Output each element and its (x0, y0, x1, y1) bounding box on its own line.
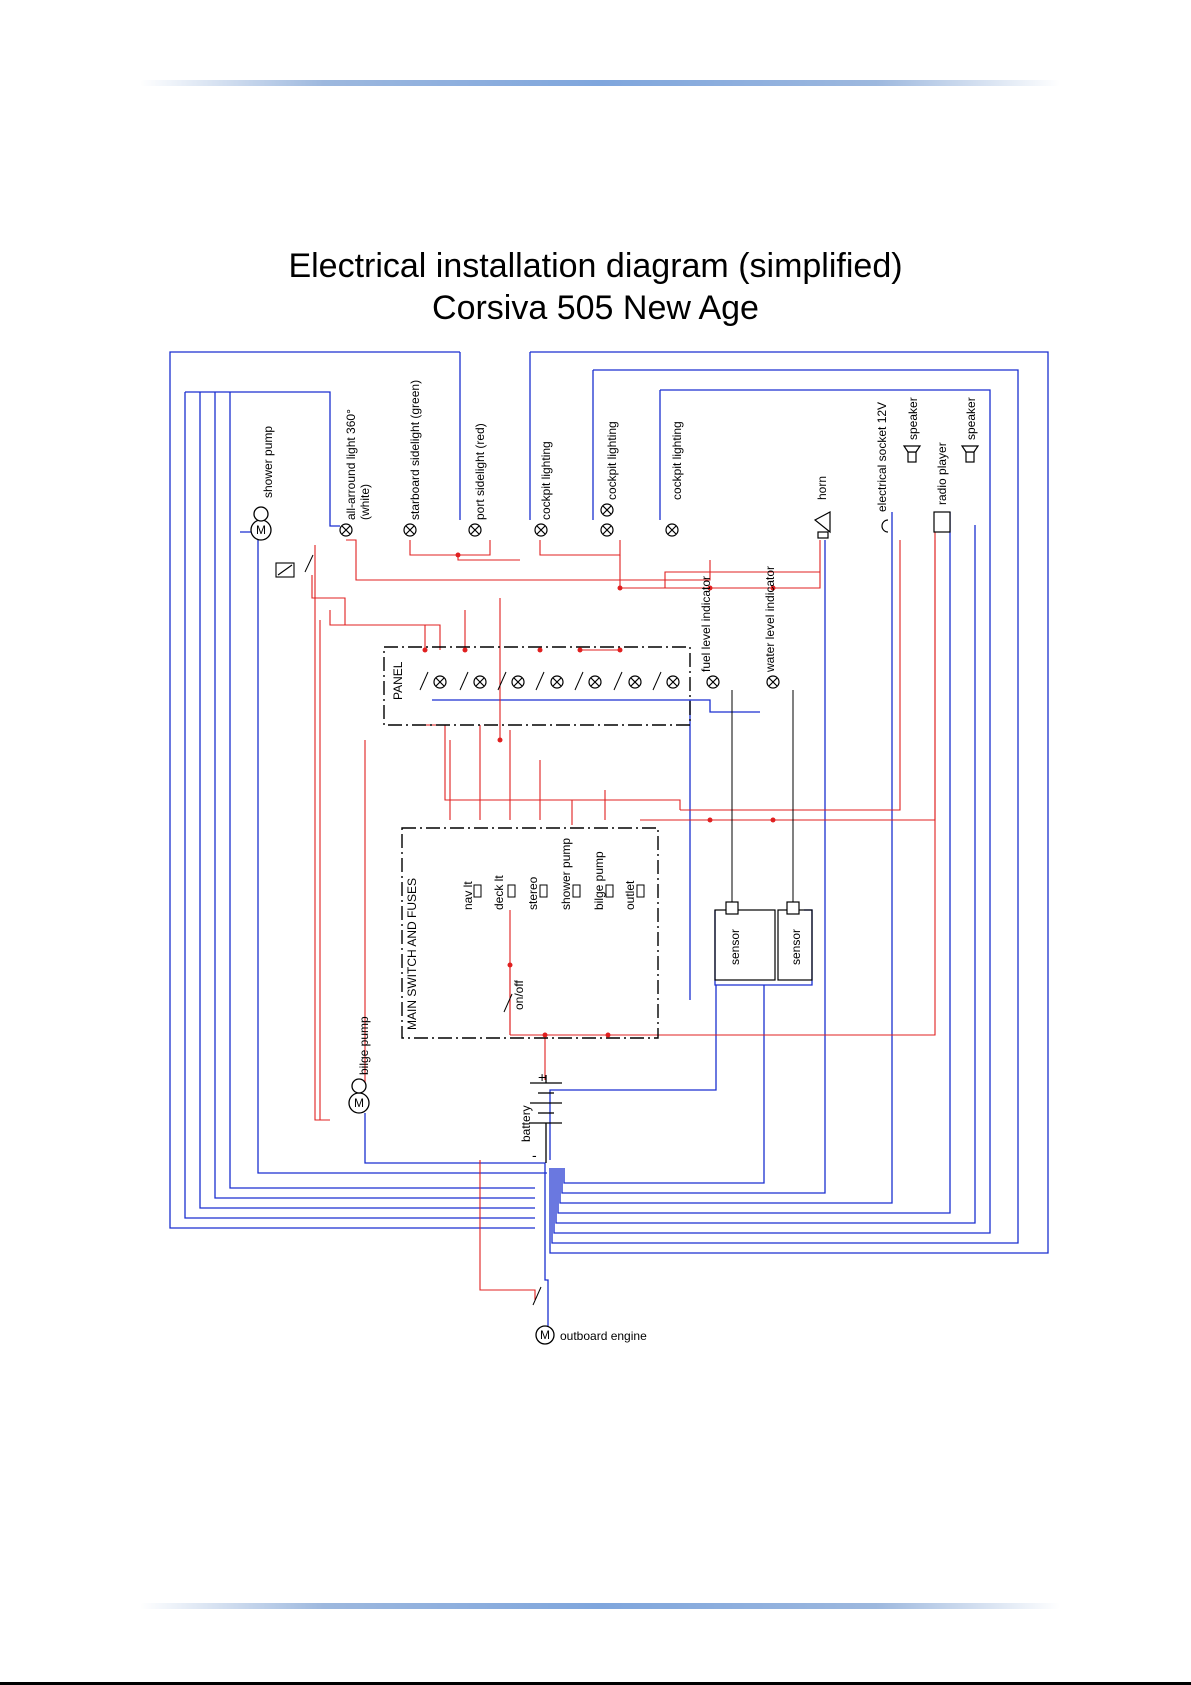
motors (250, 506, 555, 1345)
label-fuse-outlet: outlet (623, 880, 637, 910)
enclosures (383, 646, 691, 1039)
label-bilge-pump: bilge pump (357, 1016, 371, 1075)
speaker-icon (902, 445, 922, 463)
label-fuel-level: fuel level indicator (699, 576, 713, 672)
label-all-round-note: (white) (358, 484, 372, 520)
diagram-subtitle: Corsiva 505 New Age (432, 289, 759, 327)
junction-dots (422, 552, 776, 1038)
horn-base (817, 531, 829, 539)
label-all-round-light: all-arround light 360° (344, 409, 358, 520)
lamp-icon (511, 675, 525, 689)
positive-wiring (311, 520, 936, 1300)
lamp-icon (403, 523, 417, 537)
label-horn: horn (815, 476, 829, 500)
negative-wiring (169, 351, 1049, 1330)
lamp-icon (600, 523, 614, 537)
lamp-icon (588, 675, 602, 689)
lamp-icon (339, 523, 353, 537)
label-cockpit-lighting-3: cockpit lighting (670, 421, 684, 500)
component-labels: all-arround light 360° (white) starboard… (261, 380, 978, 1343)
radio-icon (933, 511, 951, 533)
label-outboard-engine: outboard engine (560, 1329, 647, 1343)
header-rule (140, 80, 1060, 86)
lamp-icon (600, 503, 614, 517)
main-switch-box (401, 827, 659, 1039)
relay-icon (275, 562, 295, 578)
label-fuse-bilge: bilge pump (592, 851, 606, 910)
page-bottom-edge (0, 1682, 1191, 1685)
battery-plus: + (538, 1069, 546, 1085)
battery-icon (530, 1075, 562, 1163)
sensor-boxes (714, 901, 813, 981)
label-main-switch: MAIN SWITCH AND FUSES (405, 878, 419, 1030)
outboard-motor-icon (535, 1325, 555, 1345)
motor-labels: M M M (256, 523, 550, 1342)
label-electrical-socket: electrical socket 12V (875, 402, 889, 512)
lamp-icon (433, 675, 447, 689)
label-radio-player: radio player (935, 442, 949, 505)
speaker-icon (960, 445, 980, 463)
lamp-icon (473, 675, 487, 689)
lamp-icon (766, 675, 780, 689)
lamp-icon (666, 675, 680, 689)
label-shower-pump: shower pump (261, 426, 275, 498)
label-fuse-deck: deck lt (492, 875, 506, 910)
motor-symbol: M (256, 523, 266, 537)
bilge-pump-motor-icon (348, 1078, 370, 1114)
lamp-icon (550, 675, 564, 689)
label-on-off: on/off (512, 980, 526, 1010)
socket-icon (881, 519, 889, 533)
fuses (473, 884, 645, 898)
label-water-level: water level indicator (763, 566, 777, 673)
lamp-icon (665, 523, 679, 537)
label-starboard-sidelight: starboard sidelight (green) (408, 380, 422, 520)
label-panel: PANEL (391, 661, 405, 700)
lamp-icon (628, 675, 642, 689)
label-speaker-left: speaker (906, 397, 920, 440)
lamps (339, 503, 780, 689)
lamp-icon (468, 523, 482, 537)
label-port-sidelight: port sidelight (red) (473, 423, 487, 520)
audio-devices (813, 445, 980, 539)
footer-rule (140, 1603, 1060, 1609)
label-sensor-2: sensor (789, 929, 803, 965)
label-fuse-nav: nav lt (461, 881, 475, 910)
motor-symbol: M (354, 1096, 364, 1110)
label-sensor-1: sensor (728, 929, 742, 965)
panel-switches (304, 554, 662, 1306)
motor-symbol: M (540, 1328, 550, 1342)
diagram-title: Electrical installation diagram (simplif… (288, 247, 903, 285)
signal-wiring (731, 690, 794, 905)
panel-box (383, 646, 691, 726)
label-battery: battery (519, 1105, 533, 1142)
label-cockpit-lighting-2: cockpit lighting (605, 421, 619, 500)
shower-pump-motor-icon (250, 506, 272, 541)
label-cockpit-lighting-1: cockpit lighting (539, 441, 553, 520)
label-speaker-right: speaker (964, 397, 978, 440)
battery-minus: - (532, 1147, 537, 1163)
lamp-icon (706, 675, 720, 689)
lamp-icon (534, 523, 548, 537)
horn-icon (813, 511, 831, 534)
label-fuse-shower: shower pump (559, 838, 573, 910)
label-fuse-stereo: stereo (526, 876, 540, 910)
